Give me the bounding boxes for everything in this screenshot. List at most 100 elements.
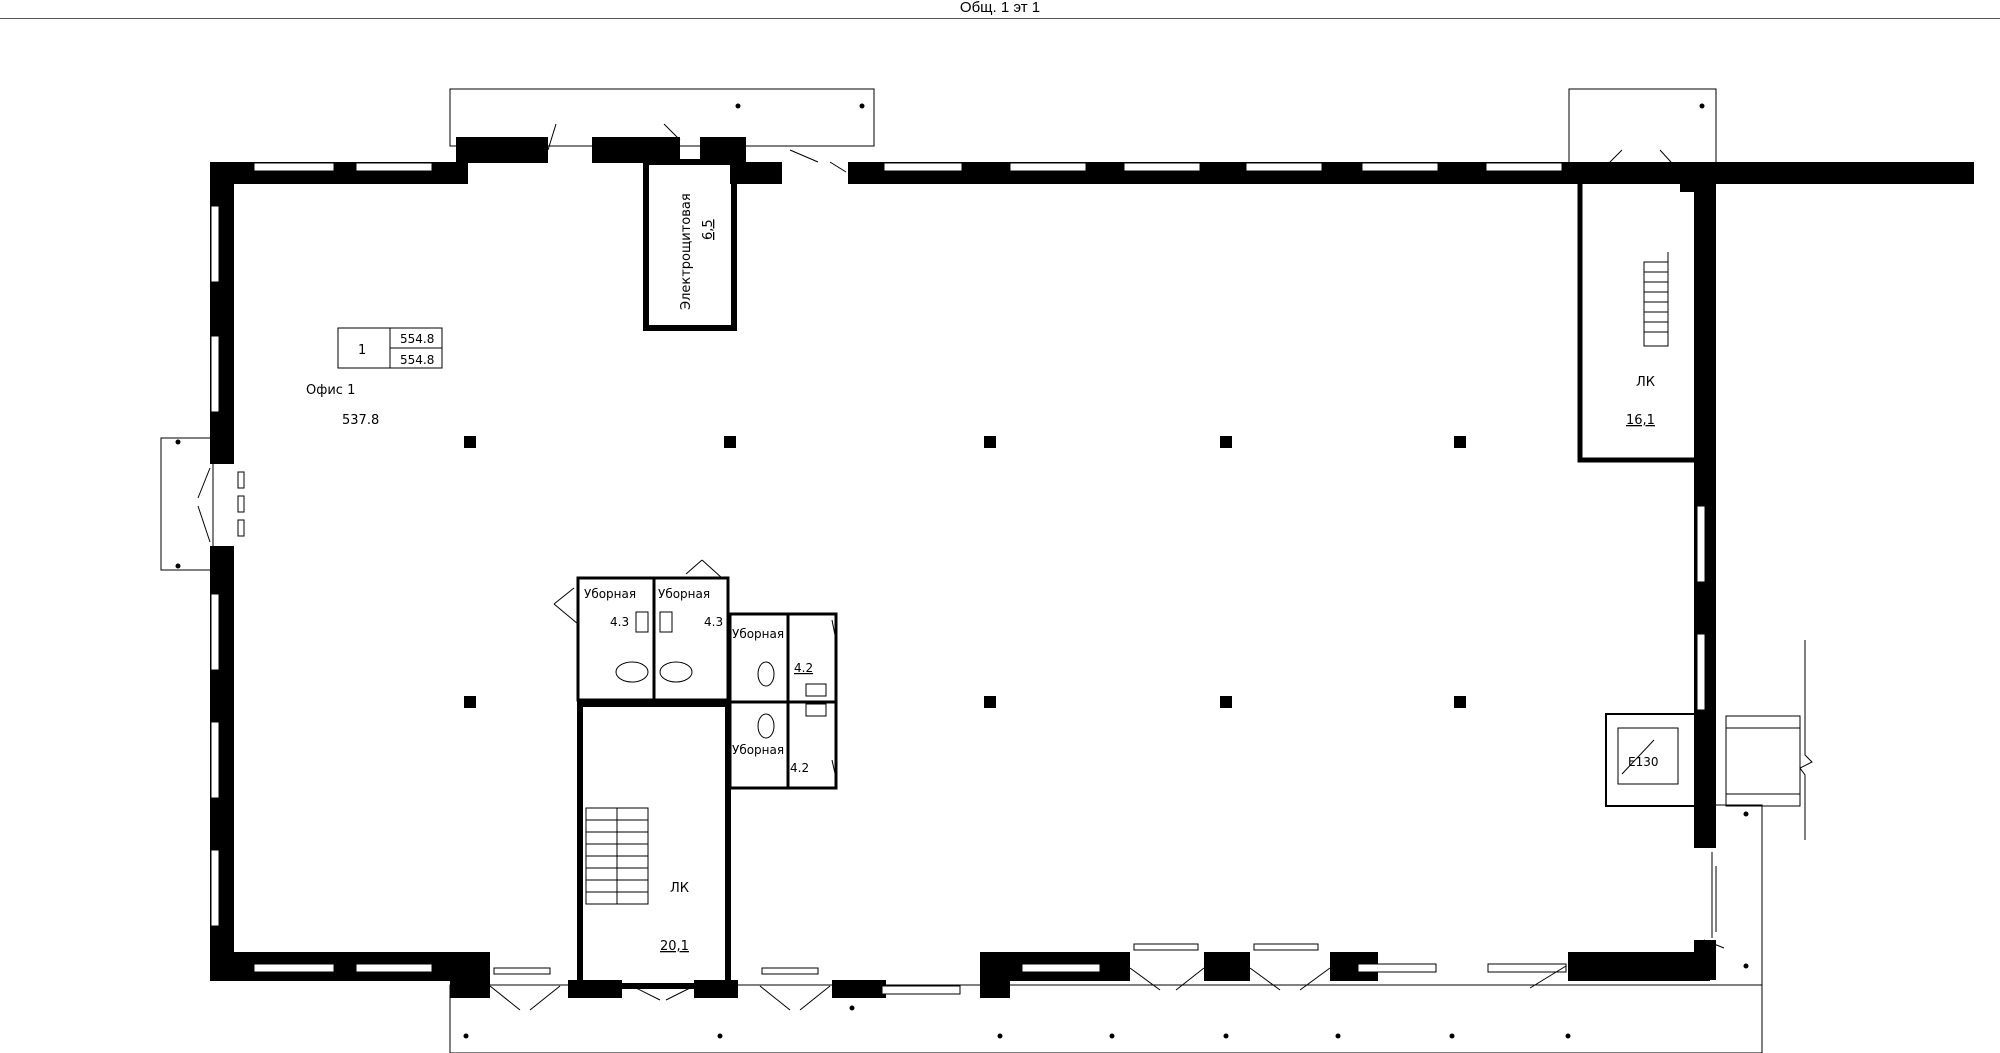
post-marker: [859, 103, 865, 109]
door-leaf: [547, 123, 557, 151]
door-mark: [237, 471, 245, 489]
door-mark: [1133, 943, 1199, 951]
wall-bottom: [1568, 952, 1710, 981]
stair-right-area: 16,1: [1626, 413, 1655, 428]
door-mark: [761, 967, 819, 975]
post-marker: [1449, 1033, 1455, 1039]
window: [1009, 162, 1087, 172]
column: [464, 436, 476, 448]
window: [253, 162, 335, 172]
post-marker: [735, 103, 741, 109]
door-leaf: [197, 467, 211, 499]
door-leaf: [1529, 965, 1567, 989]
stair-flight: [1643, 252, 1669, 347]
page-title: Общ. 1 эт 1: [0, 0, 2000, 19]
post-marker: [1565, 1033, 1571, 1039]
door-leaf: [789, 149, 819, 163]
window: [355, 162, 433, 172]
post-markers: [175, 103, 1749, 1039]
post-marker: [1699, 103, 1705, 109]
post-marker: [1743, 963, 1749, 969]
wall-top: [456, 137, 548, 163]
window: [1696, 633, 1706, 711]
window: [210, 205, 220, 283]
wc-block: [576, 576, 838, 790]
wall-top: [700, 137, 746, 163]
elevator-outer: [1605, 713, 1699, 807]
wc3-area: 4.2: [794, 661, 813, 675]
wc2-name: Уборная: [658, 587, 710, 601]
electrical-room: [643, 159, 737, 331]
post-marker: [1109, 1033, 1115, 1039]
column: [464, 696, 476, 708]
door-mark: [1253, 943, 1319, 951]
post-marker: [1335, 1033, 1341, 1039]
window: [210, 593, 220, 671]
post-marker: [717, 1033, 723, 1039]
room-number: 1: [358, 343, 366, 358]
porch-bottom: [449, 984, 1763, 1053]
post-marker: [463, 1033, 469, 1039]
sink: [635, 611, 649, 633]
exterior-walls: [210, 137, 1974, 998]
window: [210, 721, 220, 799]
door-leaf: [759, 985, 791, 1011]
columns: [464, 436, 1466, 708]
elevator-label: Е130: [1628, 755, 1659, 769]
porch-outlines: [160, 88, 1813, 1053]
window: [210, 849, 220, 927]
wc4-area: 4.2: [790, 761, 809, 775]
window: [1361, 162, 1439, 172]
electrical-name: Электрощитовая: [679, 193, 694, 310]
wc-fixtures: [615, 611, 827, 739]
wall-bottom: [832, 980, 886, 998]
column: [984, 436, 996, 448]
electrical-area: 6,5: [701, 219, 716, 240]
door-leaf: [489, 985, 521, 1011]
post-marker: [1743, 811, 1749, 817]
window: [253, 963, 335, 973]
window: [1696, 505, 1706, 583]
door-leaf: [553, 603, 579, 625]
porch-top-right: [1568, 88, 1717, 166]
stair-right-name: ЛК: [1636, 375, 1655, 390]
room-area-living: 554.8: [400, 353, 434, 367]
door-leaf: [1299, 967, 1331, 991]
wc1-name: Уборная: [584, 587, 636, 601]
break-line: [1799, 640, 1813, 840]
toilet: [615, 661, 649, 683]
stair-room-bottom-walls: [577, 701, 731, 989]
wc4-name: Уборная: [732, 743, 784, 757]
toilet: [659, 661, 693, 683]
door-leaf: [197, 505, 211, 543]
door-mark: [237, 519, 245, 537]
door-leaf: [1129, 967, 1161, 991]
elevator-shaft: [1605, 713, 1699, 807]
column: [1454, 436, 1466, 448]
window: [1021, 963, 1101, 973]
windows: [210, 162, 1706, 995]
window: [883, 162, 963, 172]
door-leaf: [685, 559, 703, 575]
wall-bottom: [450, 952, 490, 998]
doors: [197, 123, 1725, 1011]
column: [1220, 696, 1232, 708]
window: [1485, 162, 1563, 172]
stair-room-bottom: [577, 701, 731, 989]
wall-top: [592, 137, 680, 163]
post-marker: [175, 563, 181, 569]
sink: [805, 683, 827, 697]
wall-bottom: [1204, 952, 1250, 981]
room-labels: Офис 1 537.8 Электрощитовая 6,5 ЛК 16,1 …: [306, 193, 1659, 954]
door-leaf: [553, 587, 575, 605]
stair-room-right-walls: [1577, 177, 1701, 463]
window: [210, 335, 220, 413]
office-area: 537.8: [342, 413, 379, 428]
window: [1487, 963, 1567, 973]
door-leaf: [663, 123, 681, 141]
electrical-room-walls: [643, 159, 737, 331]
door-leaf: [1249, 967, 1281, 991]
elevator-inner: [1617, 727, 1679, 785]
office-name: Офис 1: [306, 383, 355, 398]
